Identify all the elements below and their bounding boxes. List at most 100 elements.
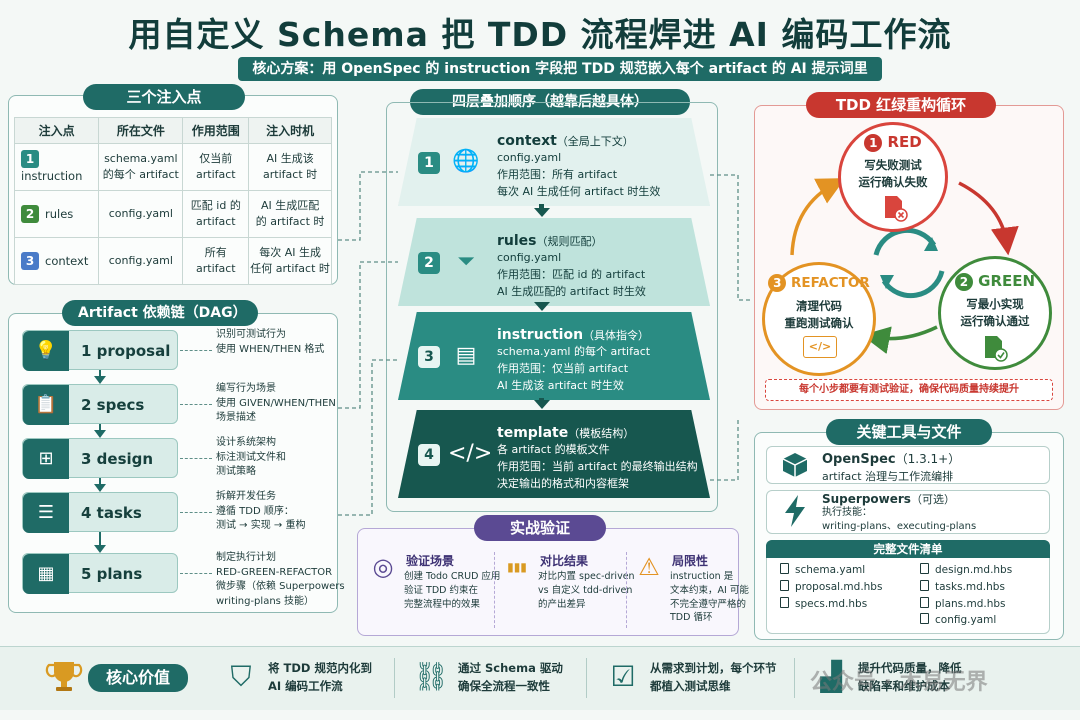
warning-icon: ⚠ bbox=[638, 553, 660, 581]
layer-title-row: template（模板结构） bbox=[497, 422, 634, 441]
layer-num-badge: 1 bbox=[418, 152, 440, 174]
bottom-value-text: 从需求到计划，每个环节 都植入测试思维 bbox=[650, 661, 777, 693]
layer-line: AI 生成该 artifact 时生效 bbox=[497, 379, 624, 392]
dag-node-label: 3 design bbox=[81, 450, 154, 468]
dag-arrow-head bbox=[94, 484, 106, 492]
dag-node-4: ☰ 4 tasks bbox=[22, 492, 178, 533]
tdd-refactor-line1: 清理代码 bbox=[796, 299, 842, 313]
globe-icon: 🌐 bbox=[452, 149, 480, 174]
inject-cell-name: 1instruction bbox=[13, 143, 100, 191]
tdd-cycle-arrows bbox=[790, 178, 1019, 354]
cube-icon bbox=[782, 453, 808, 477]
dag-node-label: 2 specs bbox=[81, 396, 145, 414]
layer-line: 作用范围：所有 artifact bbox=[497, 168, 618, 181]
dag-connector bbox=[180, 512, 212, 513]
layer-arrow-head bbox=[534, 400, 550, 409]
file-icon bbox=[920, 579, 929, 591]
layer-line: 各 artifact 的模板文件 bbox=[497, 443, 610, 456]
bottom-value-text: 将 TDD 规范内化到 AI 编码工作流 bbox=[268, 661, 372, 693]
inject-cell-file: schema.yaml 的每个 artifact bbox=[98, 143, 184, 191]
tdd-red-num: 1 bbox=[864, 134, 883, 152]
tool-openspec bbox=[766, 446, 1050, 484]
inject-col-header: 注入时机 bbox=[248, 117, 332, 144]
layer-4 bbox=[398, 410, 710, 498]
file-icon bbox=[920, 613, 929, 625]
inject-name: context bbox=[45, 254, 89, 268]
lightbulb-icon: 💡 bbox=[23, 331, 69, 371]
inject-cell-timing: AI 生成该 artifact 时 bbox=[248, 143, 332, 191]
tool-openspec-desc: artifact 治理与工作流编排 bbox=[822, 470, 954, 483]
target-icon: ◎ bbox=[372, 553, 394, 581]
dag-node-label: 1 proposal bbox=[81, 342, 171, 360]
layer-title: context bbox=[497, 133, 557, 149]
inject-cell-scope: 仅当前 artifact bbox=[182, 143, 250, 191]
filter-icon: ⏷ bbox=[457, 249, 475, 274]
layer-arrow-head bbox=[534, 208, 550, 217]
inject-name: rules bbox=[45, 207, 74, 221]
layer-title-note: （具体指令） bbox=[583, 329, 650, 342]
layer-line: 作用范围：匹配 id 的 artifact bbox=[497, 268, 646, 281]
layer-line: AI 生成匹配的 artifact 时生效 bbox=[497, 285, 646, 298]
practice-heading: 实战验证 bbox=[474, 515, 606, 541]
file-name: schema.yaml bbox=[795, 564, 866, 576]
dag-node-desc: 编写行为场景 使用 GIVEN/WHEN/THEN 场景描述 bbox=[216, 383, 336, 423]
tdd-refactor-line2: 重跑测试确认 bbox=[784, 316, 854, 330]
dag-node-desc: 制定执行计划 RED-GREEN-REFACTOR 微步骤（依赖 Superpo… bbox=[216, 552, 345, 607]
layer-num-badge: 2 bbox=[418, 252, 440, 274]
dag-arrow-line bbox=[99, 478, 101, 484]
file-item: schema.yaml bbox=[780, 562, 900, 579]
tdd-refactor-name: REFACTOR bbox=[790, 275, 870, 291]
layer-line: schema.yaml 的每个 artifact bbox=[497, 345, 651, 358]
file-name: plans.md.hbs bbox=[935, 597, 1006, 610]
layer-title-note: （模板结构） bbox=[568, 427, 635, 440]
layer-title-row: context（全局上下文） bbox=[497, 130, 634, 149]
file-item: config.yaml bbox=[920, 612, 1040, 629]
bar-chart-icon: ▮▮▮ bbox=[507, 560, 527, 574]
inject-cell-timing: AI 生成匹配 的 artifact 时 bbox=[248, 190, 332, 238]
tool-superpowers bbox=[766, 490, 1050, 534]
dag-node-label: 5 plans bbox=[81, 565, 143, 583]
dag-node-label: 4 tasks bbox=[81, 504, 142, 522]
file-name: tasks.md.hbs bbox=[935, 580, 1005, 593]
dag-arrow-head bbox=[94, 376, 106, 384]
practice-separator bbox=[626, 552, 627, 628]
tdd-red-title: 1 RED bbox=[838, 133, 948, 152]
tdd-green-num: 2 bbox=[954, 273, 973, 291]
layer-title-note: （规则匹配） bbox=[536, 235, 603, 248]
calendar-icon: ▦ bbox=[23, 554, 69, 594]
file-icon bbox=[780, 563, 789, 574]
file-item: specs.md.hbs bbox=[780, 596, 900, 613]
tool-openspec-name: OpenSpec（1.3.1+） bbox=[822, 450, 960, 467]
tdd-refactor-title: 3 REFACTOR bbox=[762, 274, 876, 292]
dag-node-5: ▦ 5 plans bbox=[22, 553, 178, 594]
layer-num-badge: 3 bbox=[418, 346, 440, 368]
layer-title: rules bbox=[497, 233, 537, 249]
practice-separator bbox=[494, 552, 495, 628]
inject-cell-file: config.yaml bbox=[98, 190, 184, 238]
checklist-icon: ☰ bbox=[23, 493, 69, 533]
file-icon bbox=[920, 596, 929, 608]
dag-heading: Artifact 依赖链（DAG） bbox=[62, 300, 258, 326]
hierarchy-icon: ⊞ bbox=[23, 439, 69, 479]
layer-2 bbox=[398, 218, 710, 306]
tdd-red-name: RED bbox=[887, 133, 922, 151]
file-icon bbox=[780, 579, 789, 591]
link-icon: ⛓ bbox=[413, 660, 449, 693]
file-item: proposal.md.hbs bbox=[780, 579, 900, 596]
bottom-value-text: 提升代码质量，降低 缺陷率和维护成本 bbox=[858, 661, 962, 693]
inject-cell-scope: 匹配 id 的 artifact bbox=[182, 190, 250, 238]
practice-title: 局限性 bbox=[672, 554, 709, 568]
dag-arrow-line bbox=[99, 370, 101, 376]
layer-title-row: instruction（具体指令） bbox=[497, 324, 649, 343]
layer-title-note: （全局上下文） bbox=[556, 135, 634, 148]
layer-num-badge: 4 bbox=[418, 444, 440, 466]
inject-cell-file: config.yaml bbox=[98, 237, 184, 285]
bottom-separator bbox=[794, 658, 795, 698]
practice-title: 对比结果 bbox=[540, 554, 589, 568]
file-item: plans.md.hbs bbox=[920, 596, 1040, 613]
tdd-red-line2: 运行确认失败 bbox=[858, 175, 928, 189]
inject-num-badge: 1 bbox=[21, 149, 39, 168]
